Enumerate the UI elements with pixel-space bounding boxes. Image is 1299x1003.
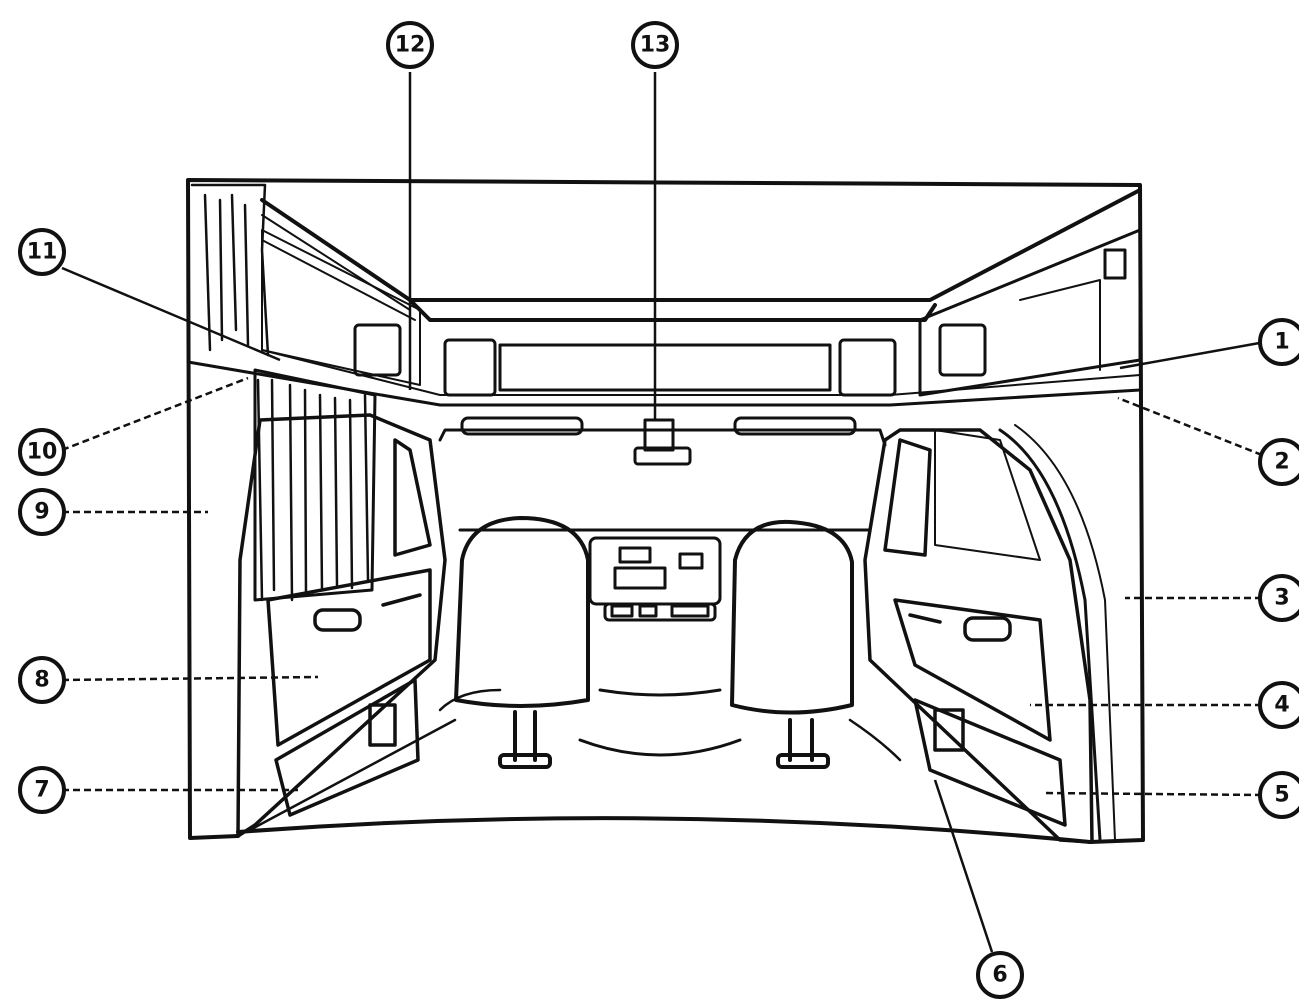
callout-label: 6 — [992, 963, 1007, 988]
callout-3: 3 — [1258, 574, 1299, 622]
cabin-frame — [186, 178, 1145, 844]
callout-label: 9 — [34, 500, 49, 525]
callout-label: 8 — [34, 668, 49, 693]
callout-label: 5 — [1274, 783, 1289, 808]
callout-6: 6 — [976, 951, 1024, 999]
floor — [248, 658, 1062, 842]
left-curtain — [190, 183, 377, 602]
front-seats — [454, 516, 854, 769]
callout-12: 12 — [386, 21, 434, 69]
callout-label: 12 — [395, 33, 426, 58]
callout-10: 10 — [18, 428, 66, 476]
callout-1: 1 — [1258, 318, 1299, 366]
callout-label: 3 — [1274, 586, 1289, 611]
callout-4: 4 — [1258, 681, 1299, 729]
callout-13: 13 — [631, 21, 679, 69]
callout-label: 13 — [640, 33, 671, 58]
callout-11: 11 — [18, 228, 66, 276]
callout-label: 4 — [1274, 693, 1289, 718]
callout-9: 9 — [18, 488, 66, 536]
callout-2: 2 — [1258, 438, 1299, 486]
callout-label: 10 — [27, 440, 58, 465]
right-door — [863, 424, 1116, 844]
callout-label: 7 — [34, 778, 49, 803]
callout-5: 5 — [1258, 771, 1299, 819]
callout-label: 11 — [27, 240, 58, 265]
leader-lines — [61, 72, 1266, 953]
callout-7: 7 — [18, 766, 66, 814]
left-door — [236, 413, 447, 838]
callout-8: 8 — [18, 656, 66, 704]
windshield-dashboard — [353, 323, 987, 757]
callout-label: 1 — [1274, 330, 1289, 355]
callout-label: 2 — [1274, 450, 1289, 475]
